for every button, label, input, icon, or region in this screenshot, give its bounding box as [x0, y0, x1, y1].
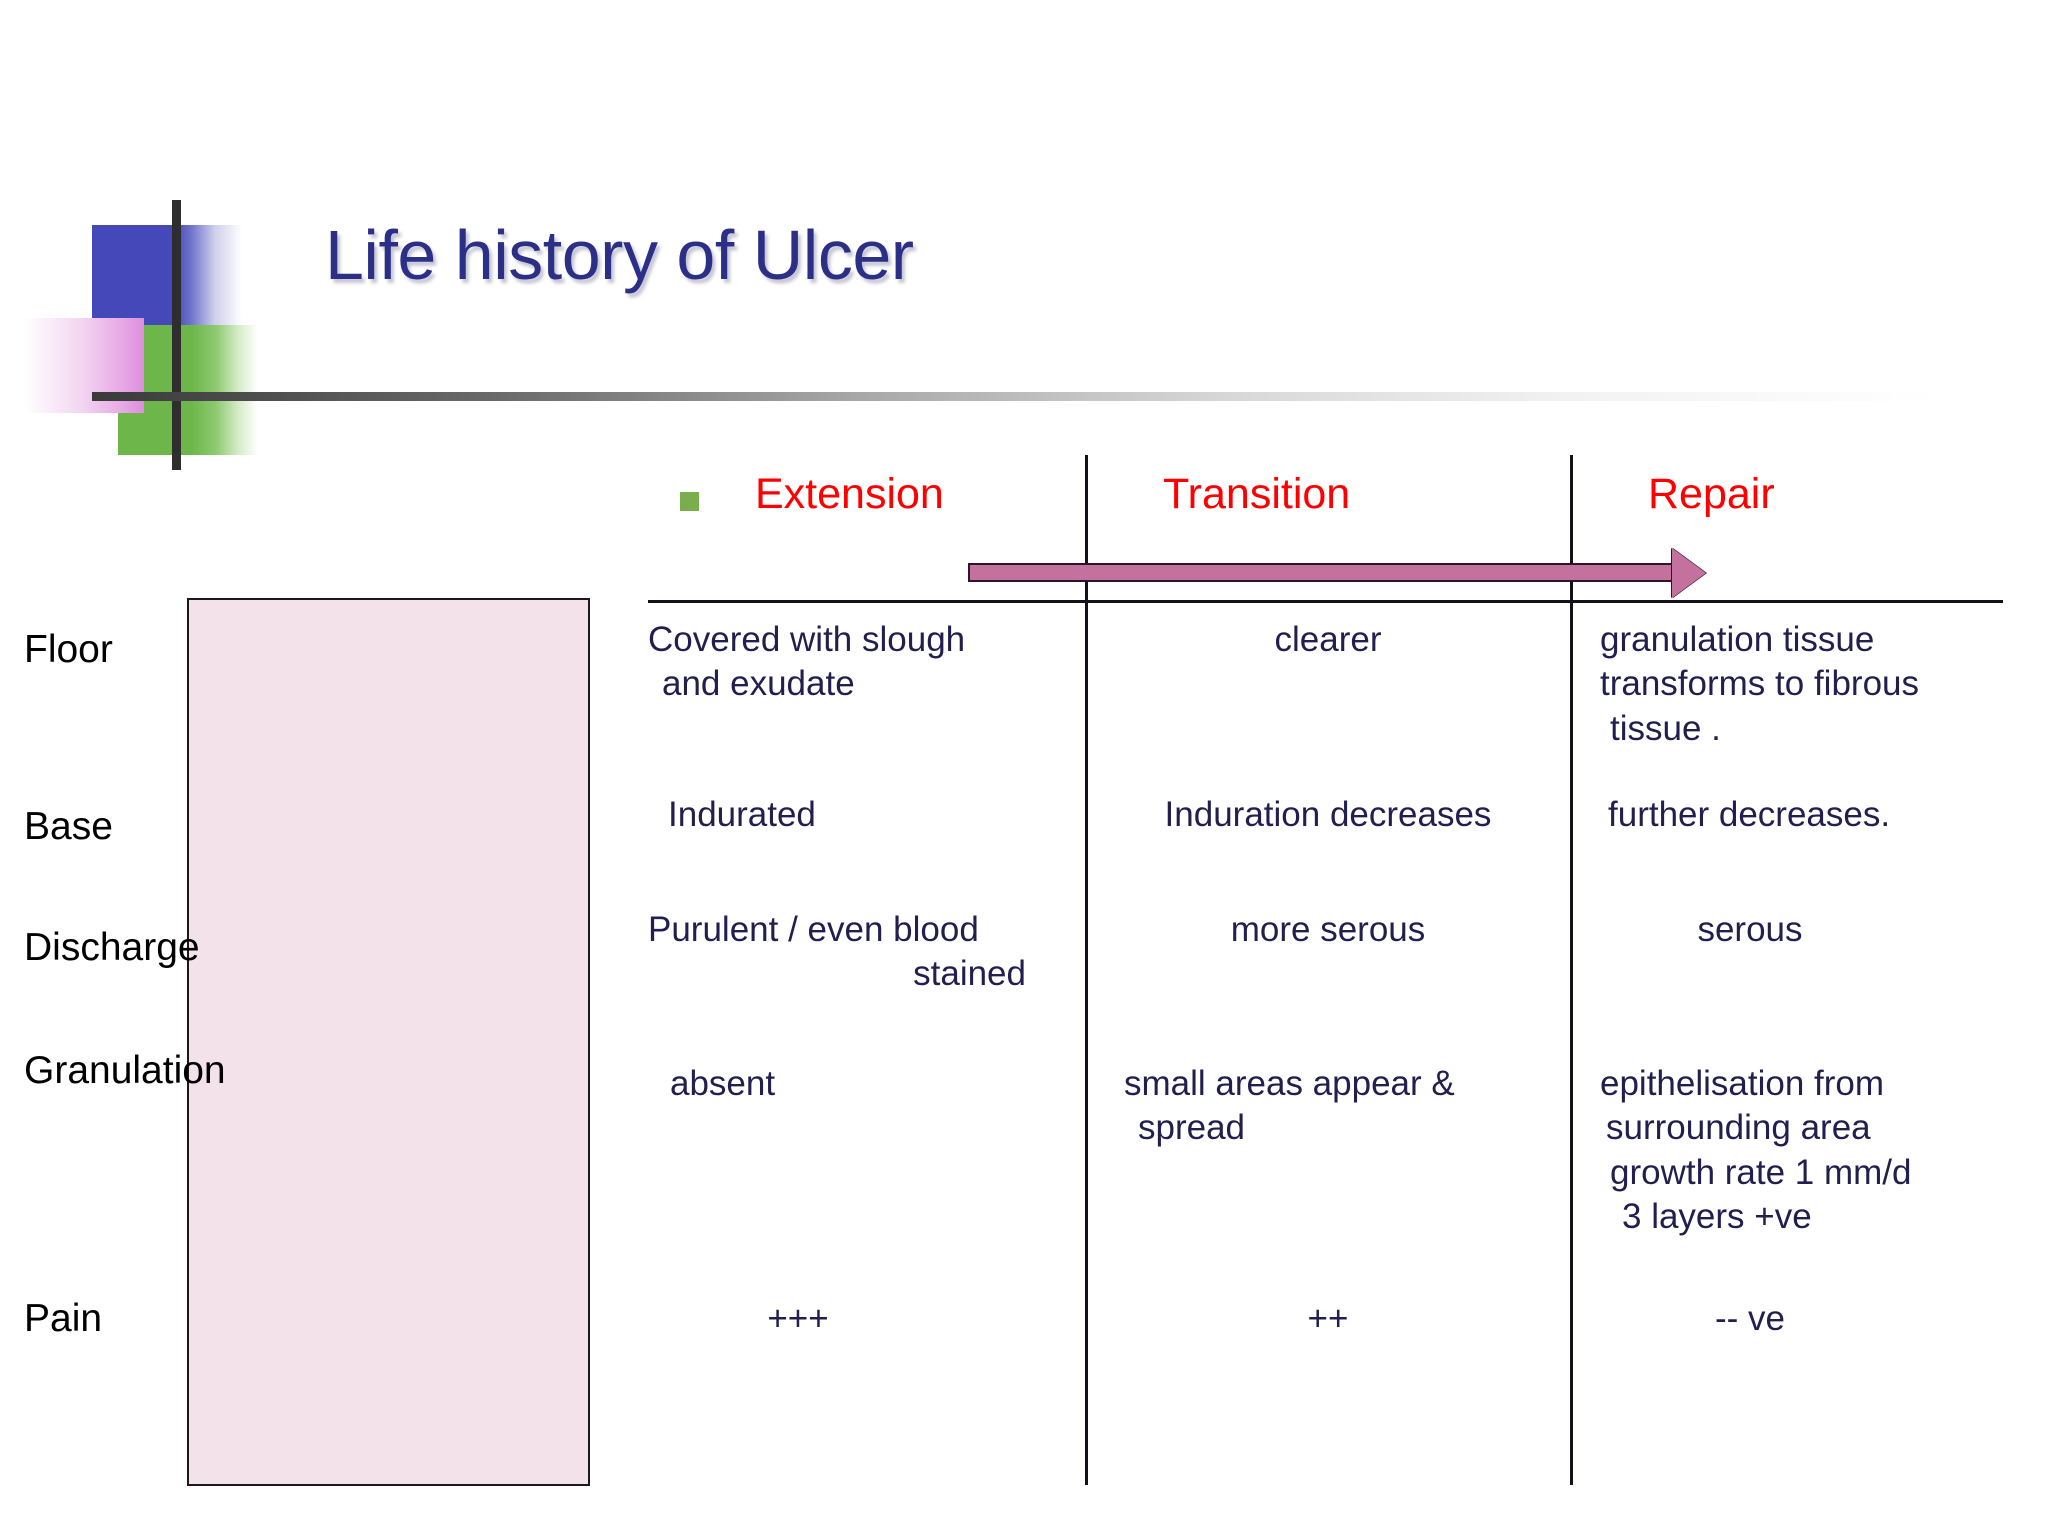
- cell-text-line: Covered with slough: [648, 620, 966, 659]
- row-label-granulation: Granulation: [24, 1049, 226, 1092]
- cell-granulation-transition: small areas appear & spread: [1092, 1062, 1564, 1151]
- horizontal-accent-line: [92, 392, 1937, 401]
- cell-pain-transition: ++: [1307, 1299, 1349, 1338]
- header-rule: [648, 600, 2003, 603]
- cell-text-line: stained: [913, 954, 1026, 994]
- cell-text-line: tissue .: [1610, 708, 1721, 748]
- cell-pain-repair: -- ve: [1715, 1299, 1785, 1338]
- row-label-discharge: Discharge: [24, 926, 200, 969]
- column-divider-2: [1570, 455, 1573, 1485]
- cell-text-line: and exudate: [662, 664, 855, 704]
- row-label-floor: Floor: [24, 628, 113, 671]
- cell-base-transition: Induration decreases: [1164, 795, 1492, 834]
- cell-text-line: surrounding area: [1606, 1108, 1871, 1148]
- vertical-accent-line: [172, 200, 181, 470]
- cell-text-line: epithelisation from: [1600, 1064, 1885, 1103]
- progression-arrow-body: [968, 563, 1688, 582]
- row-label-panel: [187, 598, 590, 1486]
- row-label-pain: Pain: [24, 1297, 103, 1340]
- column-header-extension: Extension: [755, 470, 944, 518]
- cell-base-extension: Indurated: [668, 795, 816, 834]
- cell-discharge-transition: more serous: [1230, 910, 1426, 949]
- decorative-logo-cluster: [0, 0, 420, 470]
- cell-pain-extension: +++: [767, 1299, 829, 1338]
- bullet-square-icon: [680, 492, 699, 511]
- cell-text-line: small areas appear &: [1124, 1064, 1455, 1103]
- cell-text-line: spread: [1138, 1108, 1246, 1148]
- cell-text-line: growth rate 1 mm/d: [1610, 1152, 1912, 1192]
- column-header-transition: Transition: [1163, 470, 1351, 518]
- cell-base-repair: further decreases.: [1608, 795, 1891, 834]
- progression-arrow-head-icon: [1672, 548, 1706, 598]
- cell-text-line: Purulent / even blood: [648, 910, 979, 949]
- column-divider-1: [1085, 455, 1088, 1485]
- cell-granulation-repair: epithelisation from surrounding area gro…: [1600, 1062, 2020, 1240]
- cell-granulation-extension: absent: [670, 1064, 776, 1103]
- blue-square-decoration: [92, 225, 242, 330]
- cell-text-line: 3 layers +ve: [1622, 1197, 1812, 1237]
- row-label-base: Base: [24, 805, 113, 848]
- cell-discharge-repair: serous: [1697, 910, 1803, 949]
- cell-floor-repair: granulation tissue transforms to fibrous…: [1600, 618, 2020, 751]
- cell-text-line: transforms to fibrous: [1600, 664, 1919, 704]
- cell-text-line: granulation tissue: [1600, 620, 1875, 659]
- column-header-repair: Repair: [1648, 470, 1775, 518]
- cell-floor-transition: clearer: [1274, 620, 1382, 659]
- cell-floor-extension: Covered with slough and exudate: [648, 618, 1072, 707]
- page-title: Life history of Ulcer: [325, 216, 914, 294]
- cell-discharge-extension: Purulent / even blood stained: [648, 908, 1072, 997]
